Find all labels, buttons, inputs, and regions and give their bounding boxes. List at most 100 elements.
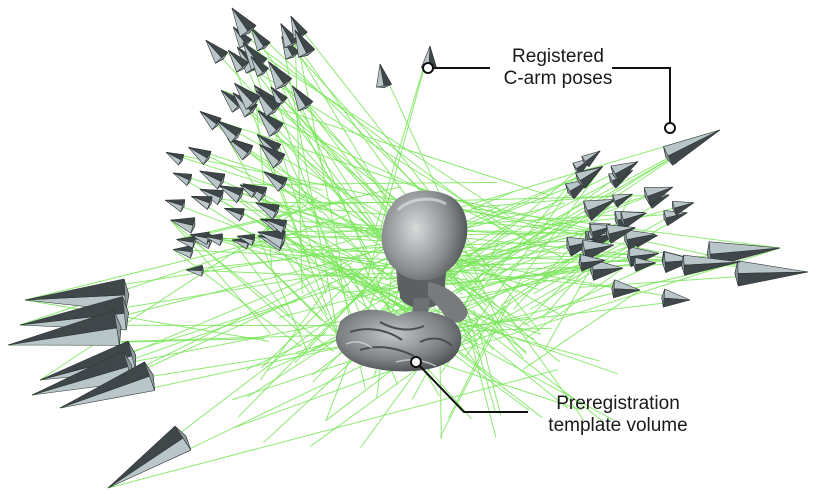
projection-ray xyxy=(474,193,633,208)
projection-ray xyxy=(256,134,343,346)
projection-ray xyxy=(455,317,569,409)
pyramid-cone-icon xyxy=(606,224,636,244)
projection-ray xyxy=(281,36,341,348)
pyramid-cone-icon xyxy=(231,7,257,38)
pyramid-cone-icon xyxy=(294,29,316,58)
pyramid-cone-icon xyxy=(188,146,212,165)
projection-ray xyxy=(523,289,641,370)
pyramid-cone-icon xyxy=(224,208,245,222)
torso-fold-1 xyxy=(349,321,453,357)
projection-ray xyxy=(294,29,344,272)
pyramid-cone-icon xyxy=(165,151,185,166)
projection-ray xyxy=(231,138,531,327)
projection-ray xyxy=(231,138,527,353)
projection-ray xyxy=(372,45,431,239)
pyramid-cone-icon xyxy=(172,172,193,186)
projection-ray xyxy=(525,267,624,339)
projection-ray xyxy=(242,42,510,218)
projection-ray xyxy=(458,260,691,301)
pyramid-cone-icon xyxy=(216,120,242,144)
projection-ray xyxy=(457,186,673,259)
pyramid-cone-icon xyxy=(620,211,647,229)
pyramid-cone-icon xyxy=(280,23,300,49)
skull-highlight xyxy=(396,197,447,212)
pyramid-cone-icon xyxy=(663,129,721,166)
pyramid-cone-icon xyxy=(176,235,196,249)
projection-ray xyxy=(188,146,323,191)
projection-ray xyxy=(24,299,270,342)
projection-ray xyxy=(433,261,741,338)
projection-ray xyxy=(165,151,330,206)
pyramid-cone-icon xyxy=(263,171,288,192)
callout-line-poses-2 xyxy=(612,67,671,128)
pyramid-cone-icon xyxy=(661,288,691,308)
projection-ray xyxy=(172,249,302,348)
label-volume-line-1: Preregistration xyxy=(556,393,680,414)
pyramid-cone-icon xyxy=(218,185,244,204)
pyramid-cone-icon xyxy=(257,230,286,249)
projection-ray xyxy=(19,214,348,326)
pyramid-cone-icon xyxy=(107,425,192,489)
c-arm-poses xyxy=(7,7,809,489)
projection-ray xyxy=(188,146,374,233)
pyramid-cone-icon xyxy=(185,264,204,277)
projection-ray xyxy=(204,235,542,335)
pyramid-cone-icon xyxy=(581,150,601,168)
projection-ray xyxy=(257,195,306,237)
pyramid-cone-icon xyxy=(578,254,606,272)
pyramid-cone-icon xyxy=(681,254,741,276)
pyramid-cone-icon xyxy=(228,49,250,73)
pyramid-cone-icon xyxy=(610,161,639,183)
pyramid-cone-icon xyxy=(583,199,616,221)
projection-ray xyxy=(458,207,696,261)
pyramid-cone-icon xyxy=(633,256,656,272)
callout-dot-poses-1 xyxy=(422,62,434,74)
projection-ray xyxy=(328,194,670,205)
pyramid-cone-icon xyxy=(624,229,656,250)
projection-ray xyxy=(523,262,656,326)
pyramid-cone-icon xyxy=(237,234,255,246)
pyramid-cone-icon xyxy=(251,27,271,52)
pyramid-cone-icon xyxy=(575,167,602,189)
pyramid-cone-icon xyxy=(292,85,314,112)
pyramid-cone-icon xyxy=(199,110,222,131)
pyramid-cone-icon xyxy=(672,201,695,216)
label-poses-line-2: C-arm poses xyxy=(503,68,613,89)
projection-ray xyxy=(231,239,291,317)
pyramid-cone-icon xyxy=(259,144,286,169)
projection-ray xyxy=(310,129,721,253)
projection-ray xyxy=(439,299,511,438)
projection-ray xyxy=(350,280,618,375)
label-volume-line-2: template volume xyxy=(548,415,688,436)
pyramid-cone-icon xyxy=(734,260,809,287)
pyramid-cone-icon xyxy=(257,110,284,137)
pyramid-cone-icon xyxy=(204,233,224,246)
pyramid-cone-icon xyxy=(376,63,393,88)
projection-ray xyxy=(294,29,303,294)
pyramid-cone-icon xyxy=(191,195,213,210)
pyramid-cone-icon xyxy=(239,184,258,198)
pyramid-cone-icon xyxy=(611,279,641,299)
pyramid-cone-icon xyxy=(199,170,226,190)
projection-ray xyxy=(361,45,431,299)
pyramid-cone-icon xyxy=(255,89,281,118)
shoulder-shape xyxy=(428,282,468,323)
pyramid-cone-icon xyxy=(173,245,194,259)
projection-ray xyxy=(448,305,506,419)
template-volume xyxy=(335,190,468,372)
projection-ray xyxy=(320,260,614,421)
projection-ray xyxy=(465,167,603,357)
pyramid-cone-icon xyxy=(612,193,633,208)
pyramid-cone-icon xyxy=(164,199,185,213)
projection-ray xyxy=(513,198,616,310)
pyramid-cone-icon xyxy=(234,82,261,110)
pyramid-cone-icon xyxy=(170,217,196,234)
projection-ray xyxy=(107,369,558,489)
projection-ray xyxy=(236,235,356,352)
projection-ray xyxy=(176,186,402,240)
callouts xyxy=(410,62,676,413)
projection-ray xyxy=(259,144,387,280)
pyramid-cone-icon xyxy=(255,202,280,220)
projection-ray xyxy=(464,301,496,413)
pyramid-cone-icon xyxy=(268,61,293,90)
